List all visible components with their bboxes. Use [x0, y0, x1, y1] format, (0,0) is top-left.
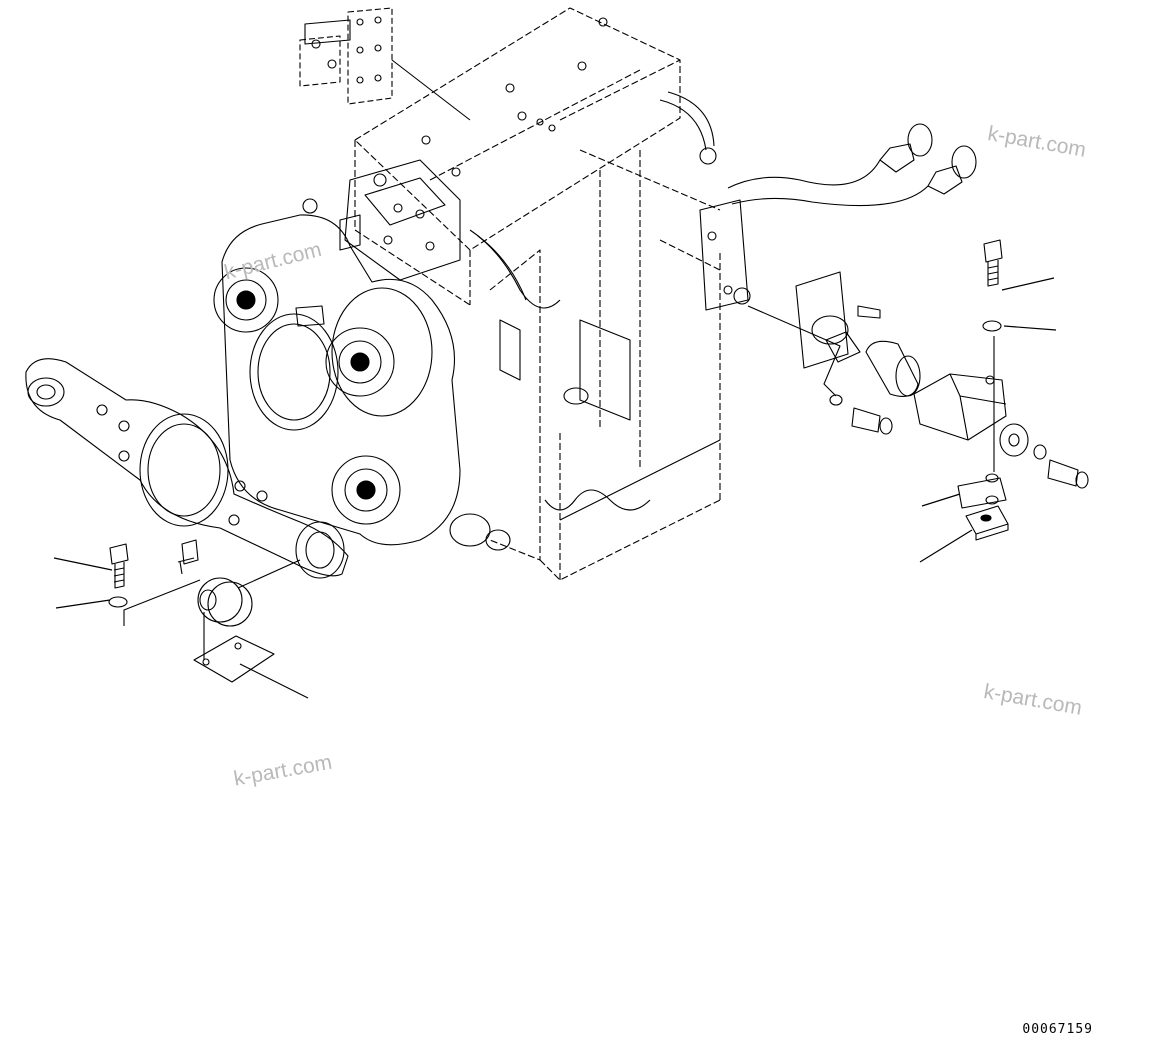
clamp-hardware-right	[999, 423, 1089, 489]
mount-bushing-left	[197, 559, 301, 627]
wiring-harness	[727, 123, 977, 207]
bolt-left	[109, 543, 129, 589]
rear-flange	[659, 91, 751, 311]
hardware-link-lines-right	[747, 305, 995, 472]
control-valve	[339, 159, 461, 281]
flange-plate-right	[795, 271, 881, 369]
washer-left	[108, 596, 128, 608]
gear-cover	[221, 198, 461, 546]
side-piping	[449, 229, 721, 551]
sprocket-lower	[331, 455, 401, 525]
transmission-housing	[354, 7, 721, 581]
side-bolt-right	[829, 394, 893, 435]
bolt-right-top	[983, 239, 1003, 287]
callout-leaders	[53, 277, 1057, 699]
drawing-code: 00067159	[1022, 1022, 1093, 1037]
housing-bolts	[421, 17, 608, 177]
bushing-right	[865, 340, 921, 397]
shim-right	[957, 473, 1007, 509]
washer-right-top	[982, 320, 1002, 332]
sprocket-middle	[325, 327, 395, 397]
torque-arm	[25, 358, 349, 579]
spacer-block-right	[965, 505, 1009, 541]
sprocket-upper	[213, 267, 279, 333]
clamp-cap-right	[913, 373, 1007, 441]
hardware-link-lines-left	[123, 579, 205, 660]
shim-plate-left	[193, 635, 275, 683]
upper-mount-bracket	[299, 7, 471, 121]
sensor-left	[177, 539, 199, 575]
